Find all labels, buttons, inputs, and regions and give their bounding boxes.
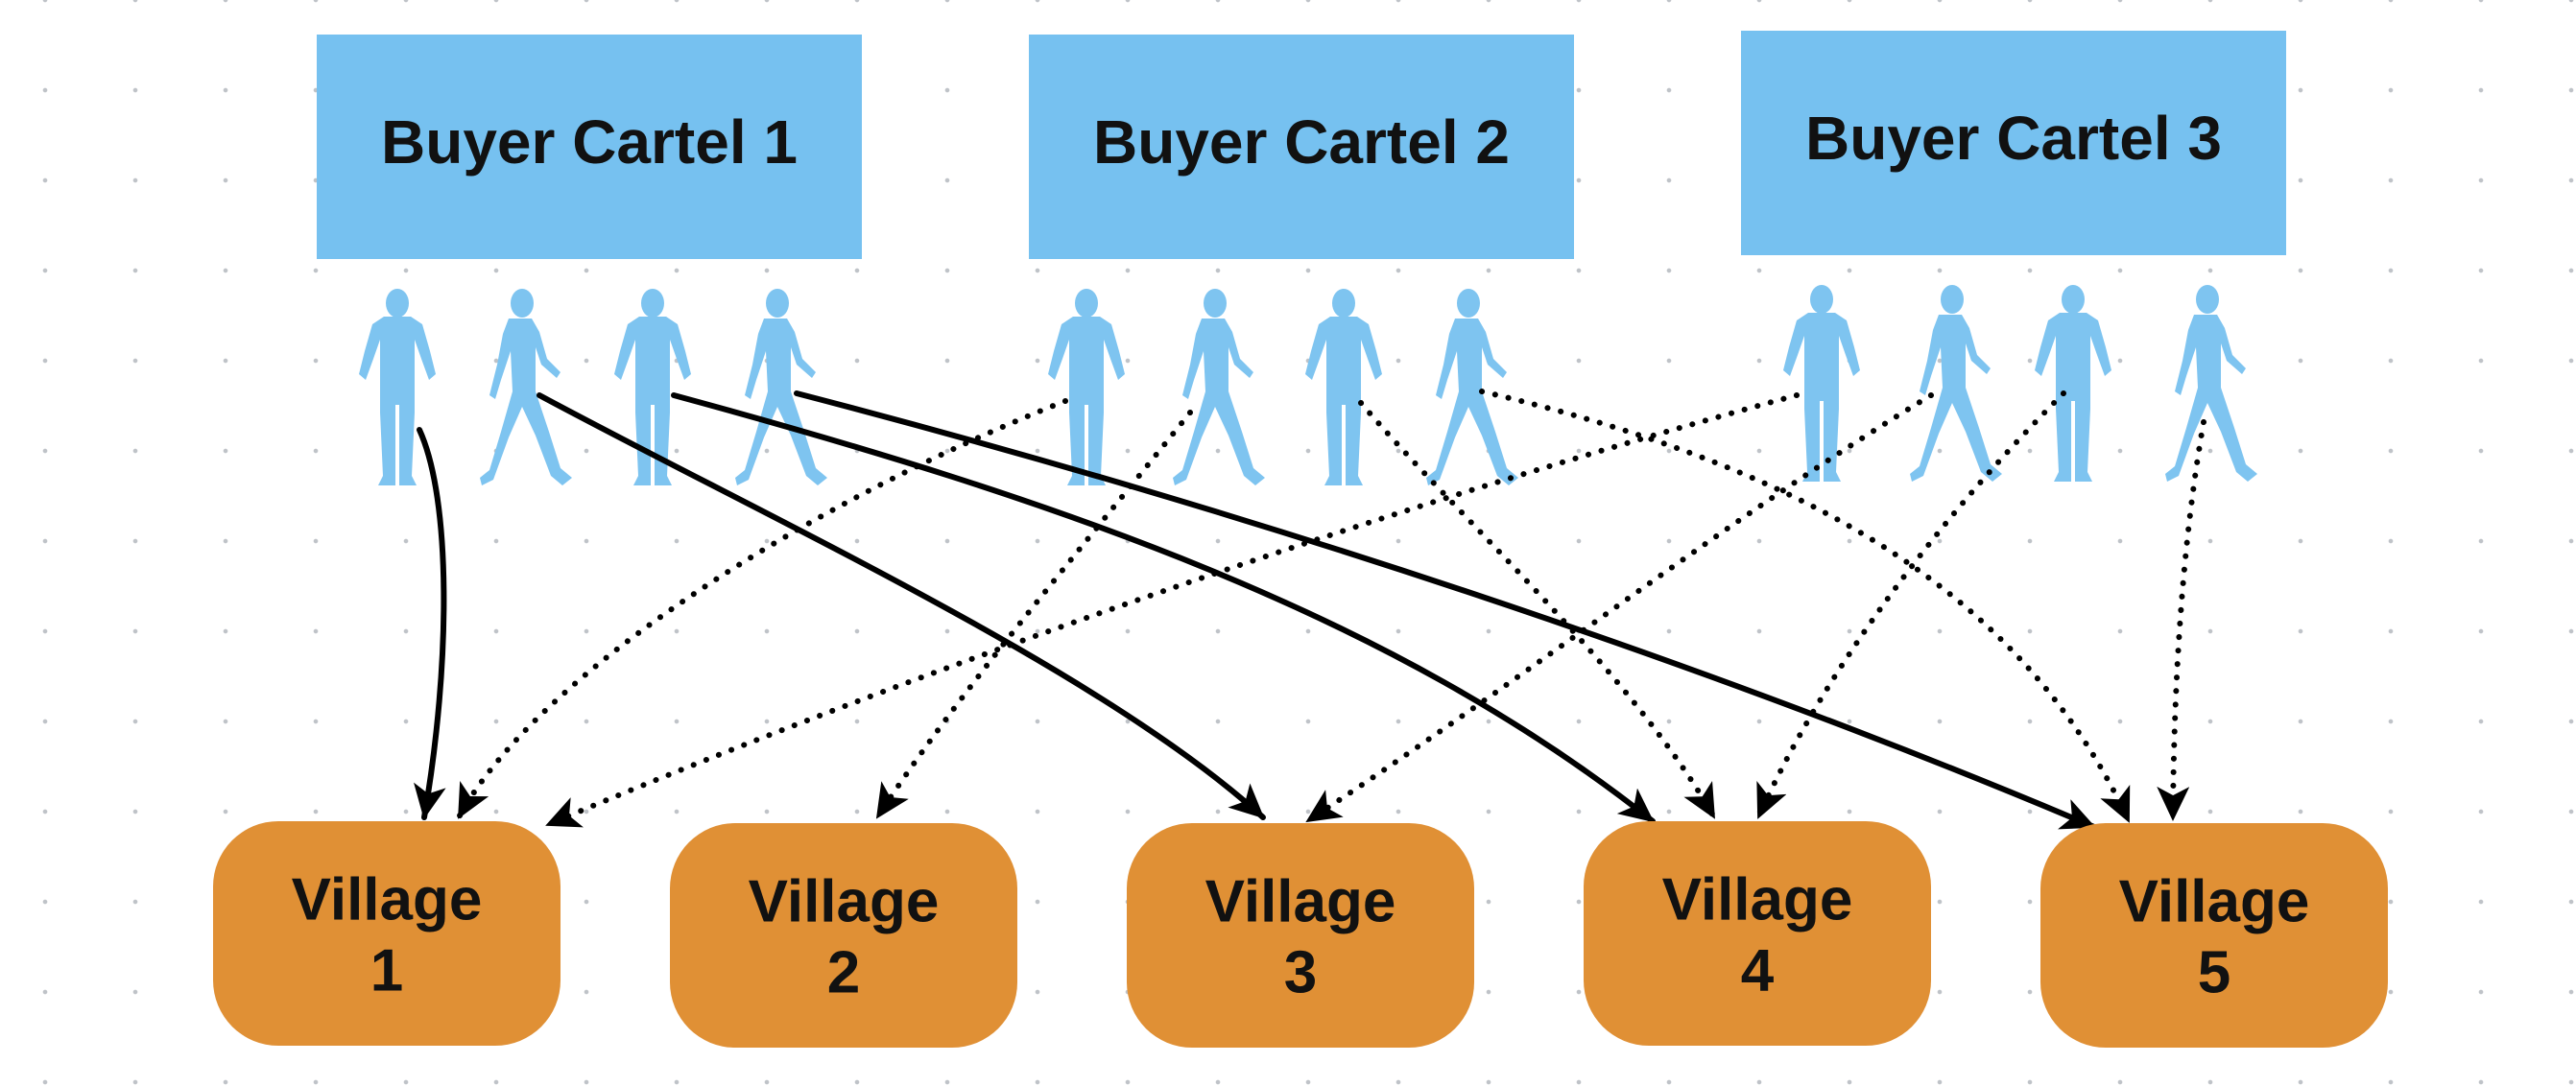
person-head (2196, 285, 2219, 314)
village-label-4-line2: 4 (1741, 937, 1775, 1003)
person-head (1204, 289, 1227, 318)
person-body (359, 317, 436, 485)
cartel-label-1: Buyer Cartel 1 (381, 107, 798, 177)
edge-b7-v4-dotted-arrow (1358, 400, 1717, 820)
village-box-5-rect (2040, 823, 2388, 1048)
village-box-4: Village 4 (1584, 821, 1931, 1046)
cartel-box-2-rect (1029, 35, 1574, 259)
person-body (735, 319, 827, 485)
person-head (511, 289, 534, 318)
person-body (2165, 315, 2257, 482)
village-box-3: Village 3 (1127, 823, 1474, 1048)
man-standing-icon (1783, 285, 1860, 482)
edge-b9-v1-dotted-arrow (544, 392, 1800, 828)
person-head (386, 289, 409, 318)
buyer-village-edges (414, 389, 2206, 830)
village-box-1-rect (213, 821, 561, 1046)
person-head (1457, 289, 1480, 318)
man-standing-icon (1305, 289, 1382, 485)
person-head (1332, 289, 1355, 318)
village-box-1: Village 1 (213, 821, 561, 1046)
cartel-box-3: Buyer Cartel 3 (1741, 31, 2286, 255)
person-body (1048, 317, 1125, 485)
village-label-5-line1: Village (2119, 868, 2310, 934)
person-head (1941, 285, 1964, 314)
edge-b2-v3-solid-arrow (537, 392, 1266, 820)
cartel-box-3-rect (1741, 31, 2286, 255)
cartel-label-3: Buyer Cartel 3 (1805, 104, 2222, 173)
village-box-2: Village 2 (670, 823, 1017, 1048)
edge-b8-v5-dotted-arrow (1479, 389, 2132, 824)
person-body (614, 317, 691, 485)
village-label-3-line2: 3 (1284, 939, 1317, 1005)
person-body (1783, 313, 1860, 482)
buyer-figures (359, 285, 2257, 485)
edge-b3-v4-solid-arrow (671, 392, 1656, 824)
woman-walking-icon (2165, 285, 2257, 482)
woman-walking-icon (480, 289, 572, 485)
person-head (641, 289, 664, 318)
edge-b12-v5-dotted-arrow (2157, 419, 2206, 822)
edge-b10-v3-dotted-arrow (1304, 392, 1934, 824)
person-body (1426, 319, 1518, 485)
edge-b4-v5-solid-arrow (794, 390, 2097, 830)
woman-walking-icon (1910, 285, 2002, 482)
person-head (1075, 289, 1098, 318)
person-body (1910, 315, 2002, 482)
man-standing-icon (614, 289, 691, 485)
person-body (480, 319, 572, 485)
cartel-box-2: Buyer Cartel 2 (1029, 35, 1574, 259)
edge-b11-v4-dotted-arrow (1755, 390, 2066, 820)
person-body (2035, 313, 2111, 482)
woman-walking-icon (1173, 289, 1265, 485)
village-box-5: Village 5 (2040, 823, 2388, 1048)
person-body (1173, 319, 1265, 485)
person-head (1810, 285, 1833, 314)
cartel-label-2: Buyer Cartel 2 (1093, 107, 1510, 177)
woman-walking-icon (1426, 289, 1518, 485)
village-box-3-rect (1127, 823, 1474, 1048)
edge-b1-v1-solid-arrow (414, 427, 447, 820)
village-label-1-line2: 1 (370, 937, 403, 1003)
person-head (766, 289, 789, 318)
person-head (2062, 285, 2085, 314)
man-standing-icon (1048, 289, 1125, 485)
village-box-4-rect (1584, 821, 1931, 1046)
village-box-2-rect (670, 823, 1017, 1048)
village-label-4-line1: Village (1662, 866, 1853, 933)
village-label-1-line1: Village (292, 866, 483, 933)
village-label-3-line1: Village (1205, 868, 1396, 934)
village-label-2-line2: 2 (827, 939, 860, 1005)
village-label-5-line2: 5 (2198, 939, 2230, 1005)
cartel-box-1: Buyer Cartel 1 (317, 35, 862, 259)
village-label-2-line1: Village (749, 868, 940, 934)
man-standing-icon (359, 289, 436, 485)
edge-b6-v2-dotted-arrow (874, 410, 1193, 820)
cartel-box-1-rect (317, 35, 862, 259)
person-body (1305, 317, 1382, 485)
man-standing-icon (2035, 285, 2111, 482)
woman-walking-icon (735, 289, 827, 485)
